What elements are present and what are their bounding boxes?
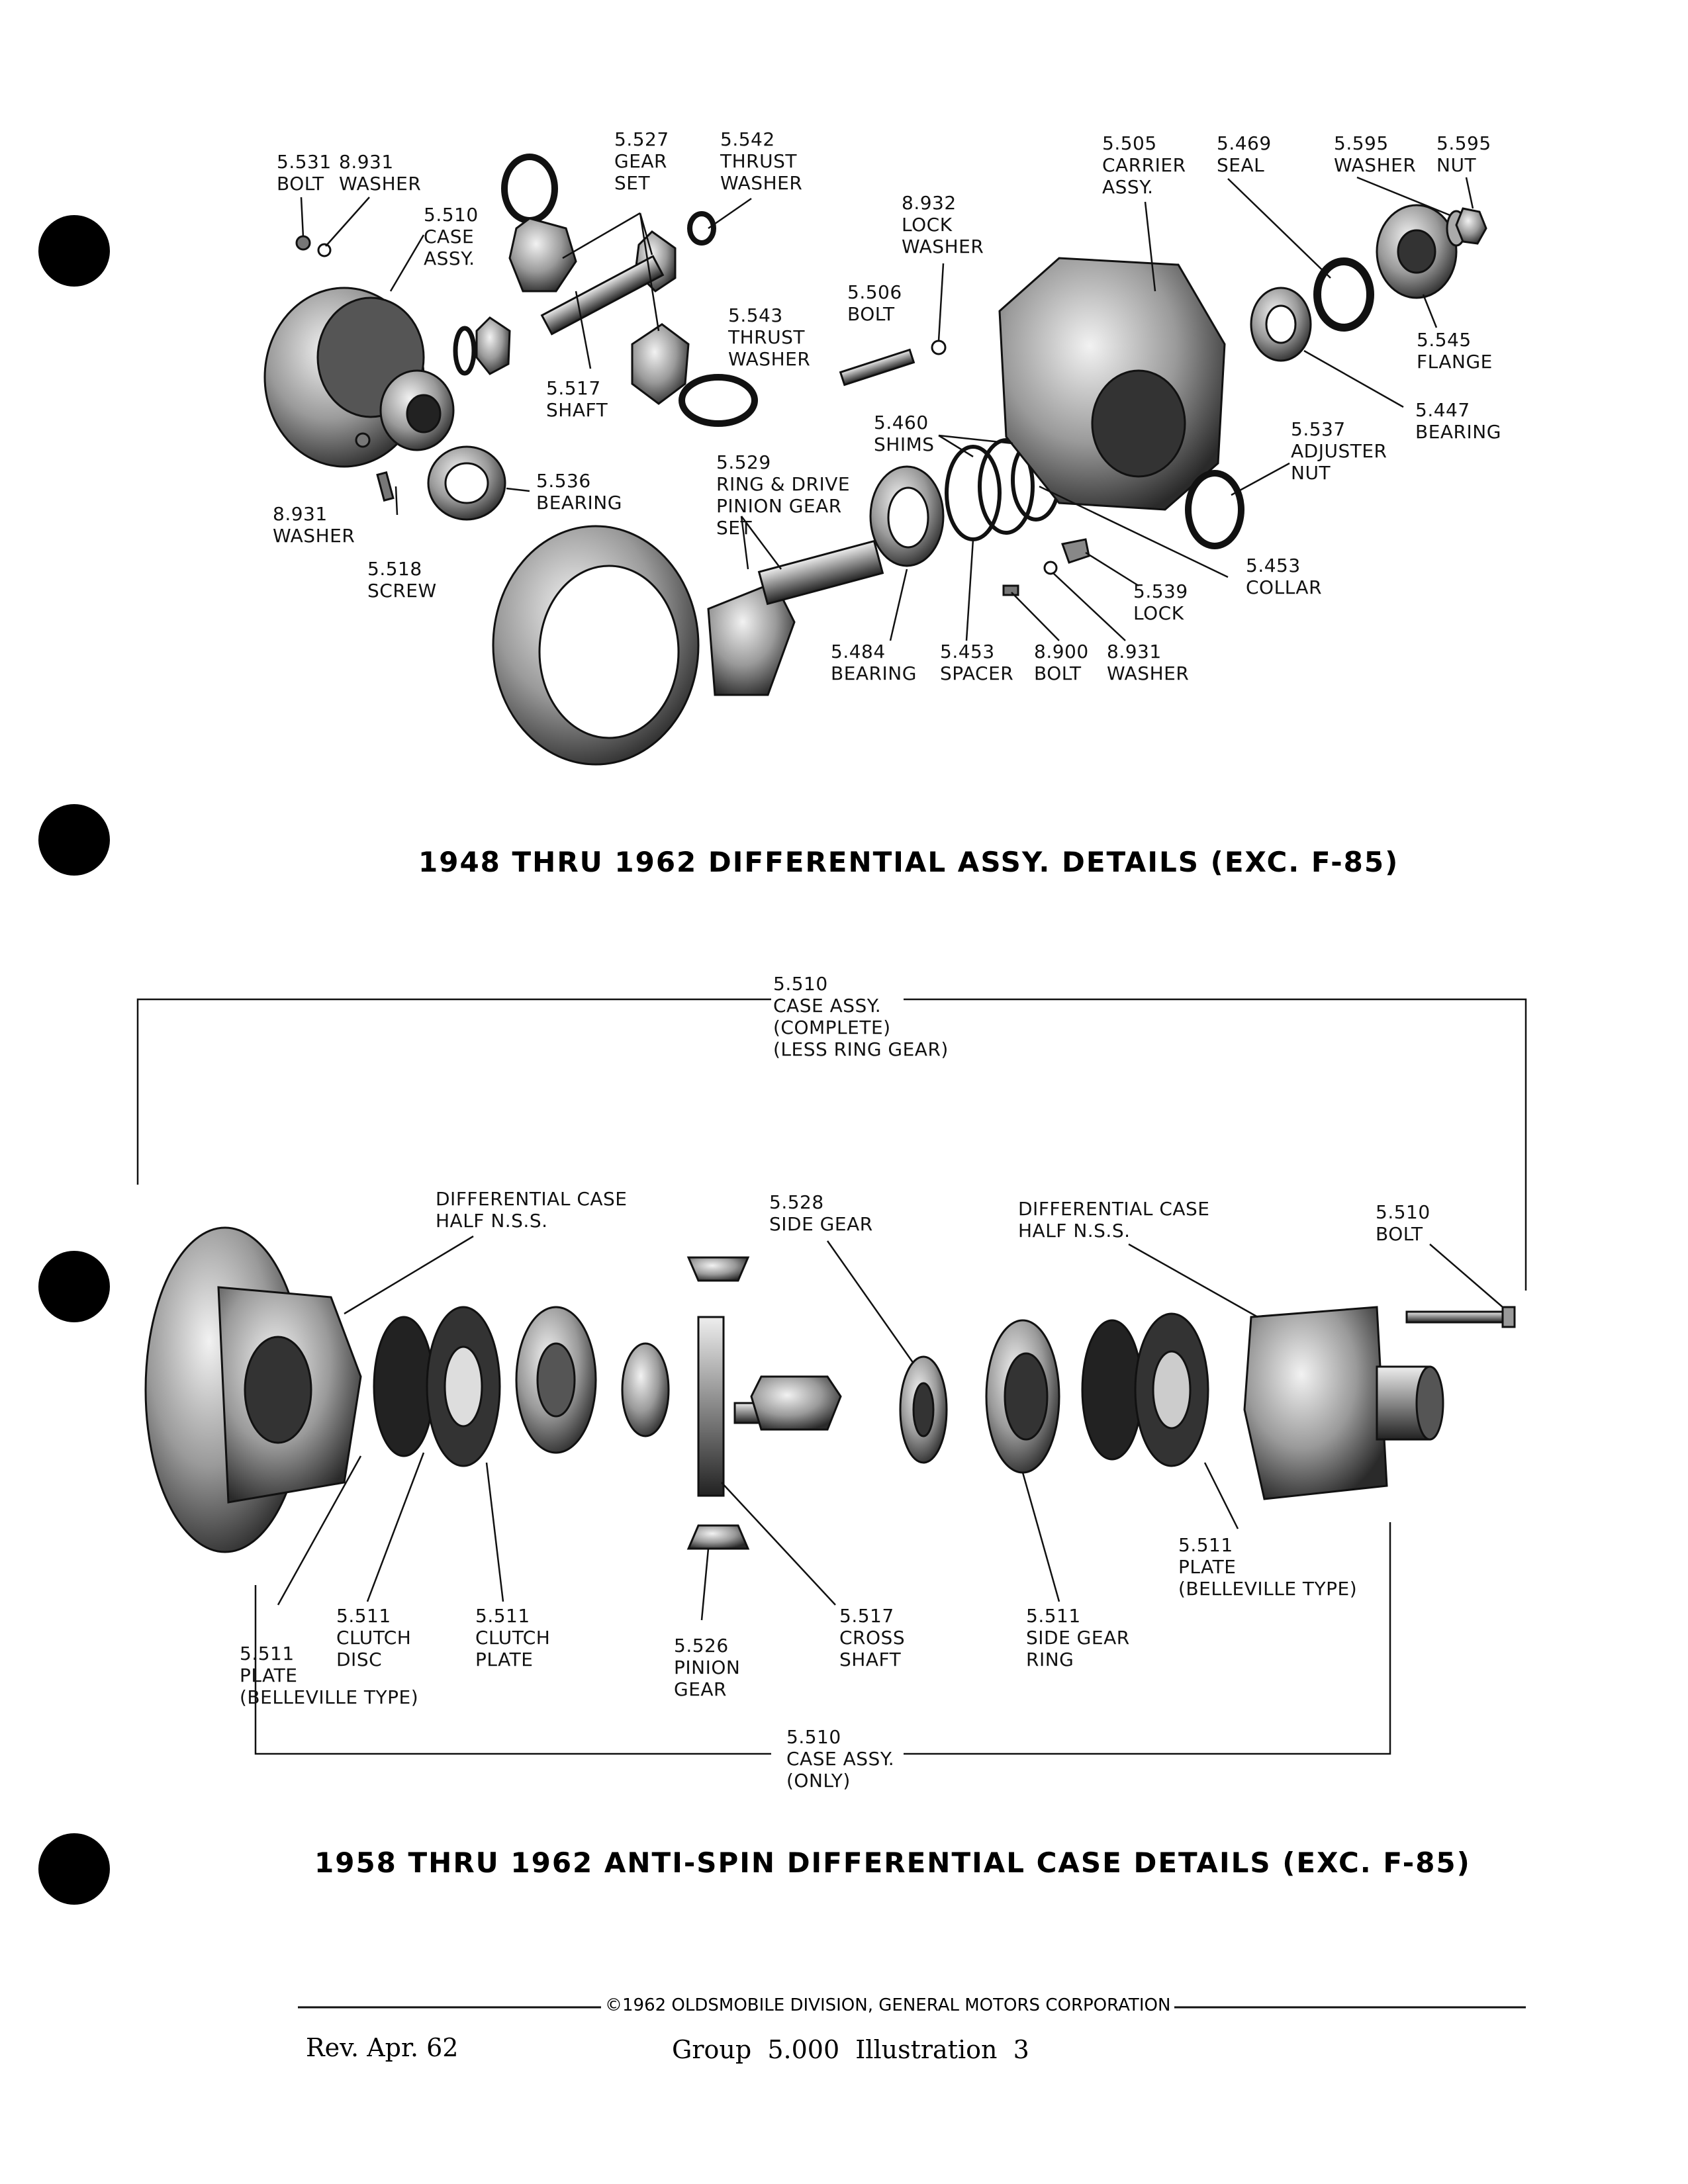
footer-group-illustration: Group 5.000 Illustration 3	[672, 2035, 1029, 2064]
d1-bearing-left	[427, 445, 506, 521]
d1-drive-pinion	[707, 539, 884, 696]
d2-case-half-right	[1243, 1306, 1444, 1500]
binder-hole-2	[38, 804, 110, 876]
d1-leader-lines	[300, 176, 1474, 641]
footer-revision: Rev. Apr. 62	[306, 2033, 459, 2062]
d1-pinion-bearing-right	[1250, 287, 1312, 362]
d2-side-gear-ring	[985, 1319, 1060, 1474]
d1-thrust-washer-lower	[679, 374, 758, 427]
d2-clutch-plates-right	[1081, 1312, 1209, 1467]
d1-adjuster-nut	[1185, 470, 1244, 549]
d1-gear-set	[453, 154, 716, 405]
d1-pinion-shaft	[540, 255, 665, 336]
d1-lock-collar	[1002, 538, 1090, 596]
d1-case-assembly	[263, 287, 455, 468]
d2-leader-lines	[277, 1235, 1503, 1621]
d1-ring-gear	[492, 525, 700, 766]
diagram2-caption: 1958 THRU 1962 ANTI-SPIN DIFFERENTIAL CA…	[314, 1846, 1471, 1879]
d2-side-gear-left	[621, 1342, 670, 1437]
d2-bolt	[1405, 1306, 1516, 1328]
d1-carrier-assembly	[839, 257, 1226, 511]
binder-hole-1	[38, 215, 110, 287]
d1-washer-nut	[1446, 207, 1487, 247]
d2-pinion-gears	[686, 1256, 842, 1550]
d1-bolt-and-washer	[295, 235, 395, 502]
binder-hole-3	[38, 1251, 110, 1322]
d1-seal	[1313, 257, 1374, 332]
d1-flange	[1376, 204, 1458, 299]
d2-brackets	[136, 998, 1527, 1755]
footer-copyright: ©1962 OLDSMOBILE DIVISION, GENERAL MOTOR…	[601, 1995, 1175, 2015]
d1-pinion-bearing	[869, 465, 945, 567]
d2-clutch-plates-left	[373, 1306, 597, 1467]
d2-ring-gear-case	[144, 1226, 362, 1553]
diagram1-caption: 1948 THRU 1962 DIFFERENTIAL ASSY. DETAIL…	[418, 846, 1399, 878]
binder-hole-4	[38, 1833, 110, 1905]
d2-side-gear-right	[899, 1355, 948, 1464]
